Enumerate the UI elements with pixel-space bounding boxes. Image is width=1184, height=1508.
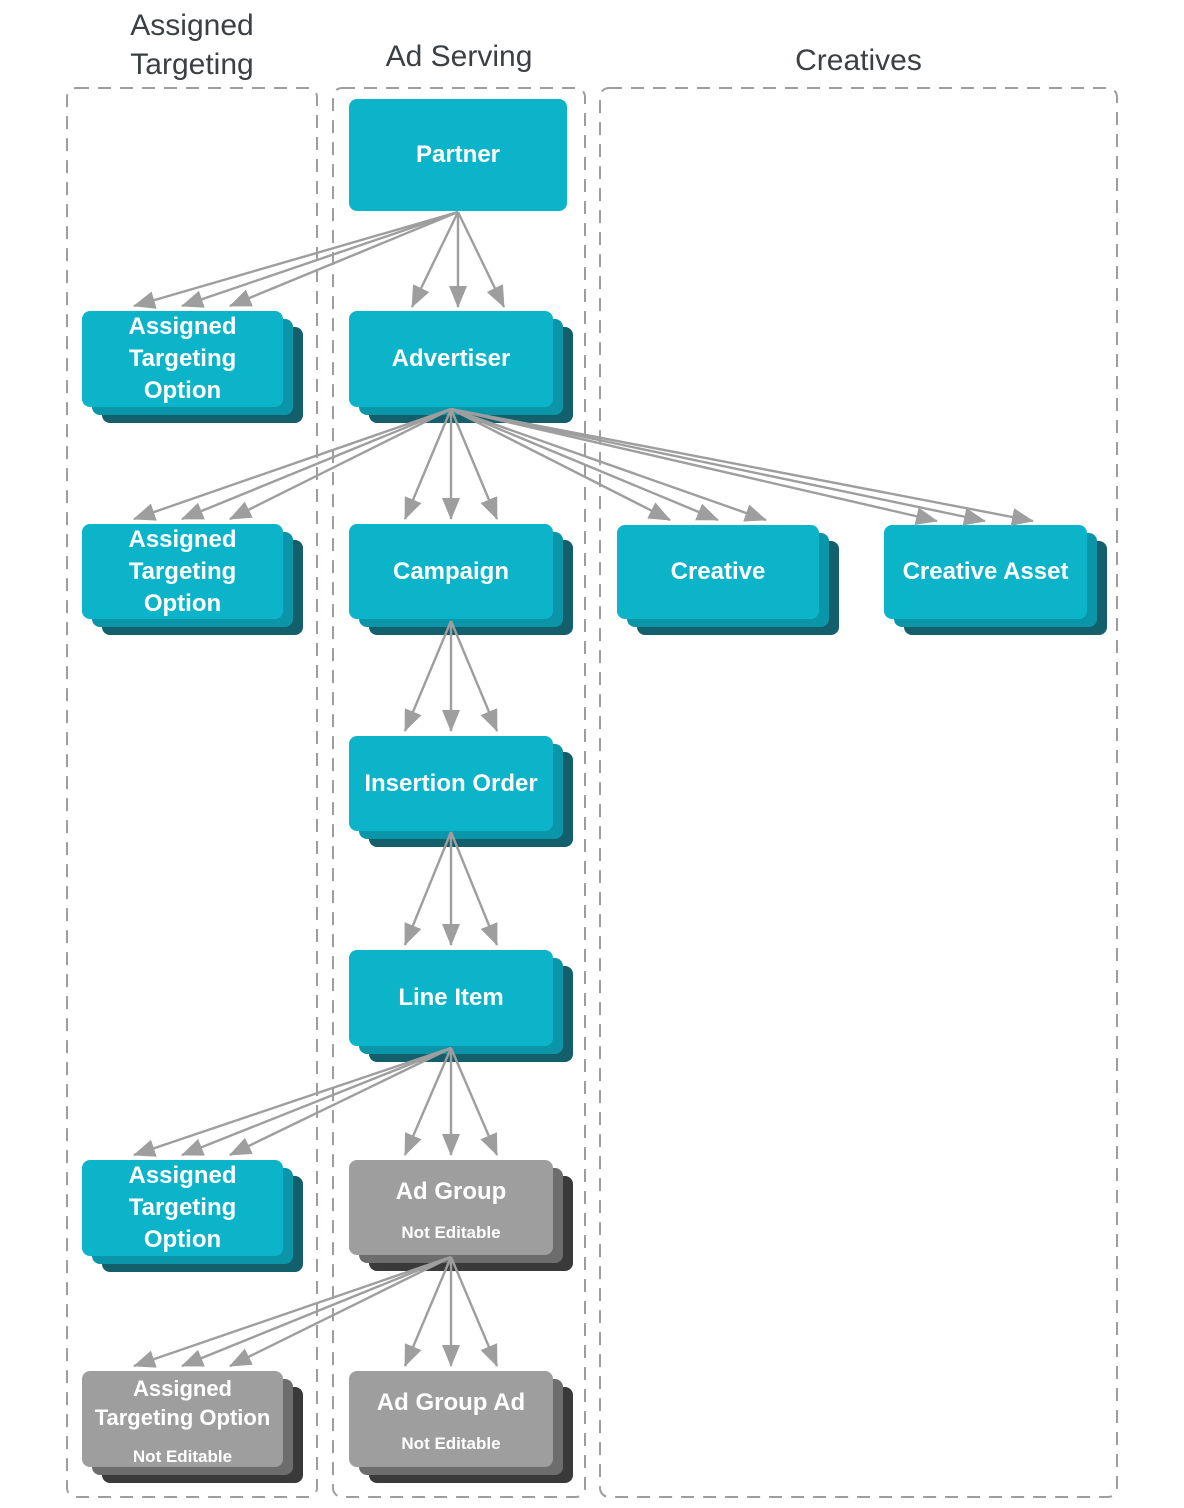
node-label: Ad Group xyxy=(395,1177,507,1205)
column-title-creatives: Creatives xyxy=(795,44,922,77)
column-title-assigned-targeting: Assigned Targeting xyxy=(130,9,254,81)
node-partner-label: Partner xyxy=(415,141,501,168)
node-line-item: Line Item xyxy=(349,950,553,1046)
node-creative: Creative xyxy=(617,525,819,619)
node-label: Campaign xyxy=(392,557,509,585)
node-not-editable-badge: Not Editable xyxy=(401,1434,501,1453)
node-advertiser: Advertiser xyxy=(349,311,553,407)
node-assigned-targeting-option-partner: Assigned Targeting Option xyxy=(82,311,283,407)
node-creative-asset: Creative Asset xyxy=(884,525,1087,619)
node-ad-group-ad: Ad Group Ad Not Editable xyxy=(349,1371,553,1467)
node-assigned-targeting-option-line-item: Assigned Targeting Option xyxy=(82,1160,283,1256)
column-frame-creatives xyxy=(599,87,1118,1498)
node-label: Advertiser xyxy=(391,345,511,372)
node-not-editable-badge: Not Editable xyxy=(401,1222,501,1242)
node-insertion-order: Insertion Order xyxy=(349,736,553,831)
node-label: Line Item xyxy=(398,984,504,1011)
node-label: Creative Asset xyxy=(902,558,1069,585)
node-label: Assigned Targeting Option xyxy=(128,313,237,404)
node-label: Ad Group Ad xyxy=(376,1389,526,1416)
node-label: Assigned Targeting Option xyxy=(128,1162,237,1253)
node-label: Assigned Targeting Option xyxy=(94,1376,271,1430)
node-campaign: Campaign xyxy=(349,524,553,619)
node-label: Assigned Targeting Option xyxy=(128,525,237,617)
node-assigned-targeting-option-advertiser: Assigned Targeting Option xyxy=(82,524,283,619)
node-ad-group: Ad Group Not Editable xyxy=(349,1160,553,1255)
node-label: Insertion Order xyxy=(364,769,538,797)
node-not-editable-badge: Not Editable xyxy=(132,1447,233,1466)
column-frame-assigned-targeting xyxy=(66,87,318,1498)
column-title-ad-serving: Ad Serving xyxy=(385,40,533,73)
node-assigned-targeting-option-ad-group: Assigned Targeting Option Not Editable xyxy=(82,1371,283,1467)
node-label: Creative xyxy=(670,558,766,585)
node-partner: Partner xyxy=(349,99,567,211)
